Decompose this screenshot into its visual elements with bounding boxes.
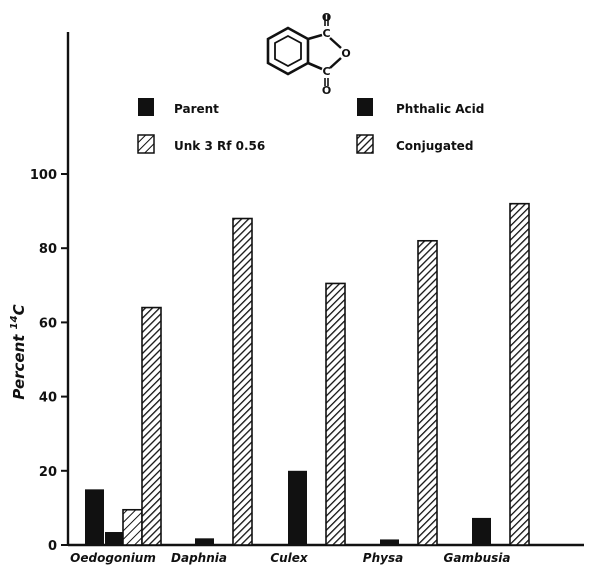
legend-swatch-phthalic-acid (357, 98, 373, 116)
y-axis-label-suffix: C (10, 304, 28, 315)
bar-gambusia-conjugated (509, 202, 530, 546)
legend: Parent Phthalic Acid Unk 3 Rf 0.56 Conju… (137, 98, 484, 154)
y-axis-label-superscript: 14 (9, 315, 20, 329)
bar-daphnia-phthalic-acid (195, 538, 214, 545)
mol-atom-o-bottom: O (322, 84, 331, 97)
y-axis-label: Percent 14C (9, 304, 28, 399)
bar-oedogonium-phthalic-acid (105, 532, 124, 545)
bar-physa-phthalic-acid (380, 539, 399, 545)
category-label-gambusia: Gambusia (444, 551, 511, 565)
legend-label-unk: Unk 3 Rf 0.56 (174, 139, 265, 153)
bars (85, 202, 530, 546)
y-tick-label: 40 (39, 391, 57, 406)
category-label-daphnia: Daphnia (171, 551, 227, 565)
bar-oedogonium-conjugated (141, 306, 162, 546)
category-label-culex: Culex (270, 551, 309, 565)
y-ticks: 0 20 40 60 80 100 (30, 168, 68, 554)
y-tick-label: 100 (30, 168, 57, 183)
mol-atom-c-bottom: C (322, 65, 330, 78)
bar-oedogonium-parent (85, 489, 104, 545)
category-labels: Oedogonium Daphnia Culex Physa Gambusia (70, 551, 510, 565)
bar-physa-conjugated (417, 239, 438, 546)
bar-oedogonium-unk-3-rf-0-56 (122, 508, 143, 546)
bar-culex-phthalic-acid (288, 470, 307, 545)
y-tick-label: 0 (48, 539, 57, 554)
legend-swatch-conjugated (356, 134, 374, 154)
legend-label-phthalic-acid: Phthalic Acid (396, 102, 484, 116)
legend-label-conjugated: Conjugated (396, 139, 473, 153)
legend-label-parent: Parent (174, 102, 219, 116)
phthalic-anhydride-structure: O C O C O (266, 11, 351, 97)
mol-atom-o-top: O (322, 11, 331, 24)
mol-atom-c-top: C (322, 27, 330, 40)
bar-daphnia-conjugated (232, 217, 253, 546)
legend-swatch-unk (137, 134, 155, 154)
legend-swatch-parent (138, 98, 154, 116)
y-tick-label: 20 (39, 465, 57, 480)
category-label-oedogonium: Oedogonium (70, 551, 156, 565)
bar-culex-conjugated (325, 282, 346, 546)
bar-gambusia-phthalic-acid (472, 517, 491, 545)
y-tick-label: 80 (39, 242, 57, 257)
mol-atom-o-ring: O (341, 47, 350, 60)
category-label-physa: Physa (363, 551, 403, 565)
y-tick-label: 60 (39, 316, 57, 331)
